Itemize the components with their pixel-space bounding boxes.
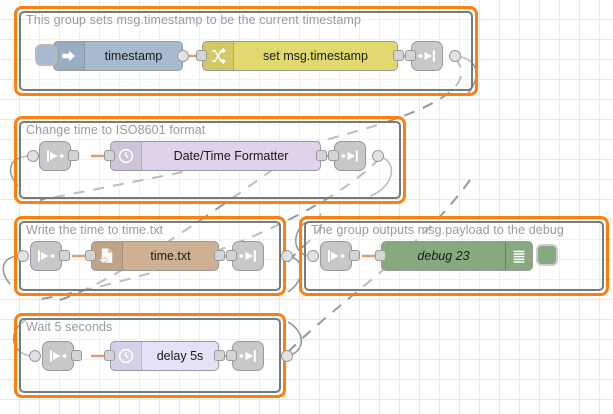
node-link-in-4[interactable] <box>320 241 352 271</box>
debug-lines-icon <box>505 242 532 270</box>
link-in-icon <box>50 350 67 362</box>
link-out-icon <box>239 350 256 362</box>
port-in-link-out-2[interactable] <box>328 150 339 161</box>
node-link-out-5[interactable] <box>232 341 264 371</box>
debug-toggle-button[interactable] <box>536 244 558 266</box>
node-inject-timestamp[interactable]: timestamp <box>53 41 183 71</box>
group-label: Write the time to time.txt <box>26 223 164 237</box>
group-label: Change time to ISO8601 format <box>26 123 206 137</box>
port-out-link-in-4[interactable] <box>349 250 360 261</box>
port-out-link-in-2[interactable] <box>68 150 79 161</box>
link-out-icon <box>418 50 435 62</box>
link-out-icon <box>341 150 358 162</box>
file-out-icon <box>92 242 123 270</box>
port-stub-link-out-1[interactable] <box>449 50 461 62</box>
node-label: time.txt <box>150 249 191 263</box>
port-in-link-out-5[interactable] <box>226 350 237 361</box>
port-in-debug[interactable] <box>375 250 386 261</box>
clock-icon <box>111 142 142 170</box>
port-in-change[interactable] <box>196 50 207 61</box>
port-in-delay[interactable] <box>104 350 115 361</box>
port-out-link-in-3[interactable] <box>59 250 70 261</box>
group-label: This group sets msg.timestamp to be the … <box>26 13 361 27</box>
node-label: Date/Time Formatter <box>173 149 289 163</box>
port-out-file[interactable] <box>214 250 225 261</box>
port-out-delay[interactable] <box>214 350 225 361</box>
node-debug-23[interactable]: debug 23 <box>381 241 533 271</box>
port-in-file[interactable] <box>85 250 96 261</box>
port-stub-link-in-3[interactable] <box>17 250 29 262</box>
port-out-link-in-5[interactable] <box>71 350 82 361</box>
port-stub-link-out-5[interactable] <box>281 350 293 362</box>
node-function-datetime[interactable]: Date/Time Formatter <box>110 141 321 171</box>
port-out-change[interactable] <box>393 50 404 61</box>
group-label: The group outputs msg.payload to the deb… <box>311 223 564 237</box>
port-in-link-out-3[interactable] <box>226 250 237 261</box>
node-label: delay 5s <box>156 349 204 363</box>
port-in-link-out-1[interactable] <box>405 50 416 61</box>
port-stub-link-out-3[interactable] <box>281 250 293 262</box>
link-in-icon <box>328 250 345 262</box>
port-stub-link-in-4[interactable] <box>307 250 319 262</box>
node-link-in-5[interactable] <box>42 341 74 371</box>
node-link-out-2[interactable] <box>334 141 366 171</box>
node-label: set msg.timestamp <box>263 49 368 63</box>
group-label: Wait 5 seconds <box>26 320 113 334</box>
port-out-function[interactable] <box>316 150 327 161</box>
node-change-set-timestamp[interactable]: set msg.timestamp <box>202 41 398 71</box>
link-in-icon <box>47 150 64 162</box>
node-label: debug 23 <box>417 249 470 263</box>
port-in-function[interactable] <box>104 150 115 161</box>
node-link-in-2[interactable] <box>39 141 71 171</box>
port-out-inject[interactable] <box>177 50 189 62</box>
port-stub-link-in-5[interactable] <box>29 350 41 362</box>
change-shuffle-icon <box>203 42 234 70</box>
clock-icon <box>111 342 142 370</box>
link-out-icon <box>239 250 256 262</box>
link-in-icon <box>38 250 55 262</box>
node-file-timetxt[interactable]: time.txt <box>91 241 219 271</box>
inject-arrow-icon <box>54 42 85 70</box>
port-stub-link-out-2[interactable] <box>372 150 384 162</box>
inject-trigger-button[interactable] <box>35 44 57 66</box>
node-link-in-3[interactable] <box>30 241 62 271</box>
node-delay-5s[interactable]: delay 5s <box>110 341 219 371</box>
node-label: timestamp <box>104 49 163 63</box>
port-stub-link-in-2[interactable] <box>27 150 39 162</box>
